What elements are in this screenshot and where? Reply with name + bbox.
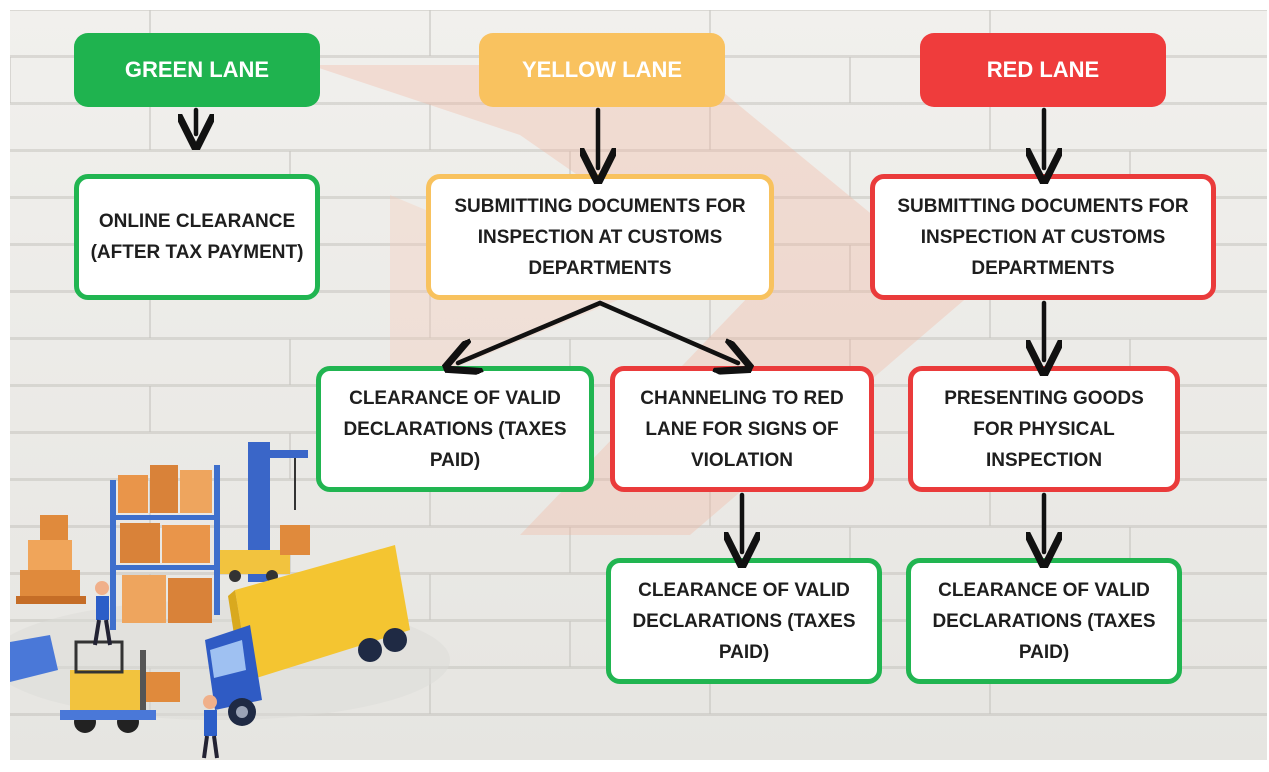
crane-icon — [220, 442, 310, 582]
yellow-clearance-valid-box: CLEARANCE OF VALID DECLARATIONS (TAXES P… — [316, 366, 594, 492]
red-lane-label: RED LANE — [986, 57, 1100, 82]
arrow-yellow-submit-to-channeling — [597, 300, 738, 363]
channeling-to-red-box: CHANNELING TO RED LANE FOR SIGNS OF VIOL… — [610, 366, 874, 492]
red-submit-documents-box: SUBMITTING DOCUMENTS FOR INSPECTION AT C… — [870, 174, 1216, 300]
presenting-goods-box: PRESENTING GOODS FOR PHYSICAL INSPECTION — [908, 366, 1180, 492]
channeling-to-red-text: CHANNELING TO RED LANE FOR SIGNS OF VIOL… — [640, 387, 844, 471]
green-lane-label: GREEN LANE — [124, 57, 270, 82]
diagram-canvas: GREEN LANE YELLOW LANE RED LANE ONLINE C… — [10, 10, 1267, 760]
arrow-yellow-submit-to-clearance — [458, 300, 603, 363]
yellow-clearance-valid-text: CLEARANCE OF VALID DECLARATIONS (TAXES P… — [343, 387, 567, 471]
flow-arrows — [10, 107, 1267, 760]
green-lane-header: GREEN LANE — [74, 33, 320, 107]
shelf-rack-icon — [110, 465, 220, 630]
red-clearance-valid-box: CLEARANCE OF VALID DECLARATIONS (TAXES P… — [906, 558, 1182, 684]
warehouse-illustration — [10, 442, 450, 759]
online-clearance-text: ONLINE CLEARANCE (AFTER TAX PAYMENT) — [90, 211, 304, 263]
red-submit-documents-text: SUBMITTING DOCUMENTS FOR INSPECTION AT C… — [897, 195, 1189, 279]
red-lane-header: RED LANE — [920, 33, 1166, 107]
yellow-submit-documents-text: SUBMITTING DOCUMENTS FOR INSPECTION AT C… — [454, 195, 746, 279]
channel-clearance-text: CLEARANCE OF VALID DECLARATIONS (TAXES P… — [632, 579, 856, 663]
yellow-lane-label: YELLOW LANE — [521, 57, 683, 82]
loading-ramp-icon — [10, 635, 58, 682]
online-clearance-box: ONLINE CLEARANCE (AFTER TAX PAYMENT) — [74, 174, 320, 300]
yellow-lane-header: YELLOW LANE — [479, 33, 725, 107]
pallet-boxes-icon — [16, 515, 86, 604]
truck-icon — [205, 545, 410, 726]
red-clearance-valid-text: CLEARANCE OF VALID DECLARATIONS (TAXES P… — [932, 579, 1156, 663]
presenting-goods-text: PRESENTING GOODS FOR PHYSICAL INSPECTION — [944, 387, 1144, 471]
worker-icon — [93, 581, 219, 759]
forklift-icon — [60, 640, 180, 733]
